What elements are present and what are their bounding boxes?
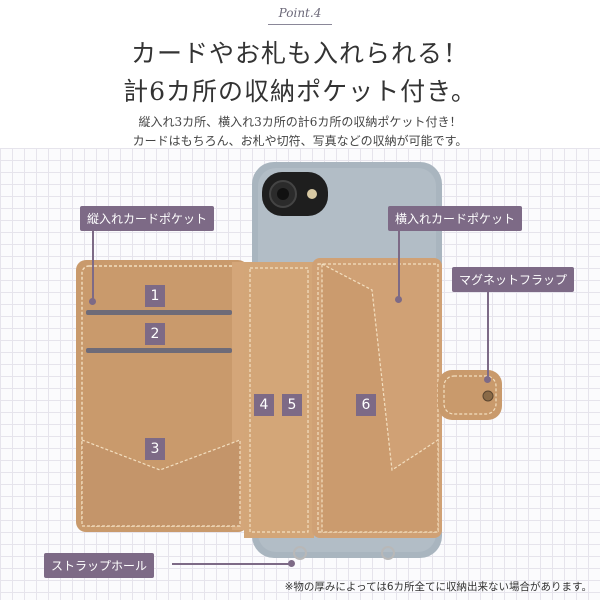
pocket-number-5: 5 (282, 394, 302, 416)
callout-horizontal-pocket-dot (395, 296, 402, 303)
footnote: ※物の厚みによっては6カ所全てに収納出来ない場合があります。 (284, 581, 592, 593)
pocket-number-6: 6 (356, 394, 376, 416)
strap-ring-left (293, 546, 307, 560)
callout-magnet-flap: マグネットフラップ (452, 267, 575, 292)
pocket-number-2: 2 (145, 323, 165, 345)
callout-magnet-flap-dot (484, 376, 491, 383)
callout-vertical-pocket: 縦入れカードポケット (80, 206, 215, 231)
callout-vertical-pocket-dot (89, 298, 96, 305)
pocket-number-1: 1 (145, 285, 165, 307)
callout-strap-hole-line (172, 563, 290, 565)
subtext-line-2: カードはもちろん、お札や切符、写真などの収納が可能です。 (132, 134, 468, 148)
point-label: Point.4 (278, 6, 322, 20)
callout-vertical-pocket-line (92, 228, 94, 300)
flap-button (482, 390, 494, 402)
callout-horizontal-pocket-line (398, 228, 400, 298)
pocket-number-4: 4 (254, 394, 274, 416)
callout-horizontal-pocket: 横入れカードポケット (388, 206, 523, 231)
strap-ring-right (381, 546, 395, 560)
subtext-line-1: 縦入れ3カ所、横入れ3カ所の計6カ所の収納ポケット付き！ (138, 115, 462, 129)
pocket-number-3: 3 (145, 438, 165, 460)
callout-magnet-flap-line (487, 289, 489, 379)
point-underline (268, 24, 332, 25)
callout-strap-hole-dot (288, 560, 295, 567)
headline-line-1: カードやお札も入れられる！ (130, 39, 469, 68)
callout-strap-hole: ストラップホール (44, 553, 155, 578)
headline-line-2: 計6カ所の収納ポケット付き。 (123, 77, 477, 106)
